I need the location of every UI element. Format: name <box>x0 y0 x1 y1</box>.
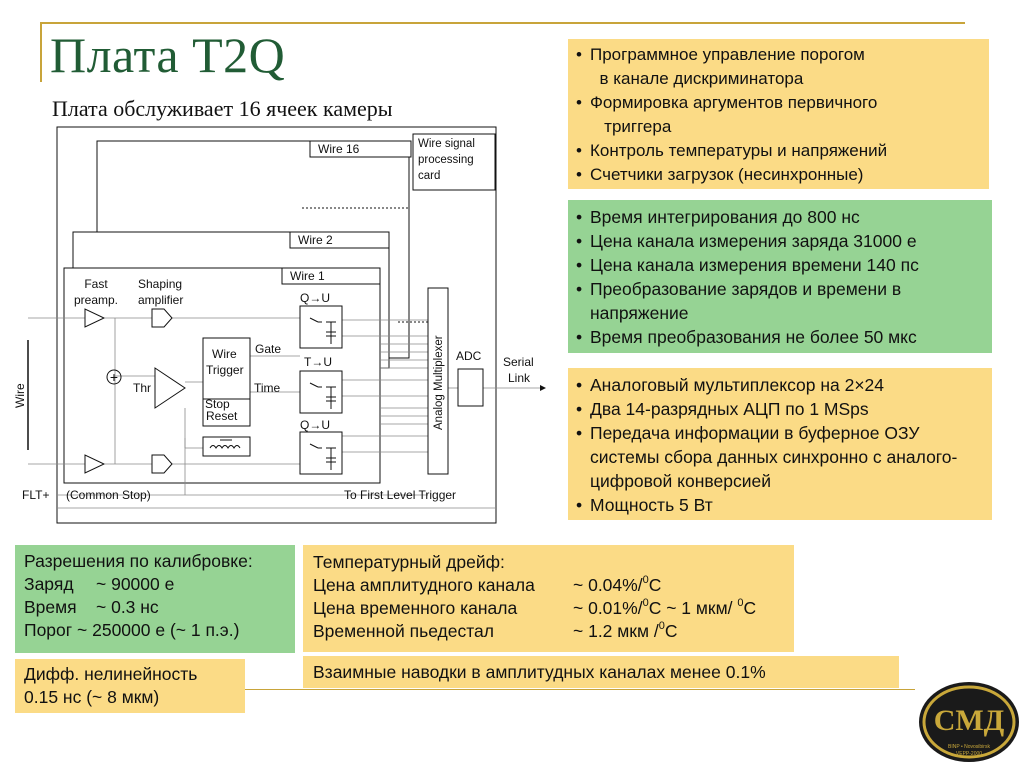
preamp-label: preamp. <box>74 293 118 307</box>
wire16-tab <box>309 140 412 158</box>
wsp-label-box <box>412 133 496 191</box>
spec-item: Аналоговый мультиплексор на 2×24 <box>576 373 984 397</box>
logo-line2: VEPP-2000 <box>956 751 982 757</box>
wire-trigger-line2: Trigger <box>206 363 244 377</box>
plus-sign: + <box>110 369 118 385</box>
left-rule <box>40 22 42 82</box>
time-drift-row: Цена временного канала~ 0.01%/0C ~ 1 мкм… <box>313 597 757 618</box>
qu-bottom-label: Q→U <box>300 418 330 432</box>
converter-qu-top <box>299 305 343 349</box>
first-level-trigger-label: To First Level Trigger <box>344 488 456 502</box>
analog-mux-label: Analog Multiplexer <box>433 335 445 430</box>
wsp-line3: card <box>418 170 440 182</box>
wsp-line1: Wire signal <box>418 138 475 150</box>
nonlinearity-line2: 0.15 нс (~ 8 мкм) <box>24 687 160 707</box>
adc-label: ADC <box>456 349 482 363</box>
wire-side-label: Wire <box>13 383 27 408</box>
common-stop-label: (Common Stop) <box>66 488 151 502</box>
fast-label: Fast <box>84 277 108 291</box>
logo-letters: СМД <box>934 704 1005 737</box>
drift-heading: Температурный дрейф: <box>313 552 505 572</box>
spec-item: Передача информации в буферное ОЗУ систе… <box>576 421 984 493</box>
fast-preamp-top <box>84 308 106 328</box>
wire1-label: Wire 1 <box>290 269 325 283</box>
shaping-amp-top <box>151 308 173 328</box>
wsp-line2: processing <box>418 154 474 166</box>
charge-row: Заряд~ 90000 е <box>24 574 175 594</box>
fast-preamp-bottom <box>84 454 106 474</box>
wire2-label: Wire 2 <box>298 233 333 247</box>
features-box: Программное управление порогом в канале … <box>568 39 989 189</box>
time-label: Time <box>254 381 281 395</box>
nonlinearity-box: Дифф. нелинейность 0.15 нс (~ 8 мкм) <box>15 659 245 713</box>
time-row: Время~ 0.3 нс <box>24 597 159 617</box>
stop-label: Stop <box>205 397 230 411</box>
logo-line1: BINP • Novosibirsk <box>948 744 990 750</box>
multiplexer-specs-box: Аналоговый мультиплексор на 2×24 Два 14-… <box>568 368 992 520</box>
calibration-box: Разрешения по калибровке: Заряд~ 90000 е… <box>15 545 295 653</box>
crosstalk-box: Взаимные наводки в амплитудных каналах м… <box>303 656 899 688</box>
wire1-tab <box>281 267 381 285</box>
feature-item: Счетчики загрузок (несинхронные) <box>576 163 981 187</box>
converter-qu-bottom <box>299 431 343 475</box>
top-rule <box>40 22 965 24</box>
temperature-drift-box: Температурный дрейф: Цена амплитудного к… <box>303 545 794 652</box>
thr-label: Thr <box>133 381 151 395</box>
qu-top-label: Q→U <box>300 291 330 305</box>
wire-trigger-line1: Wire <box>212 347 237 361</box>
summing-node <box>106 369 122 385</box>
bottom-rule <box>40 689 915 690</box>
slide-title: Плата T2Q <box>50 27 286 83</box>
outer-frame <box>56 126 497 524</box>
analog-multiplexer <box>427 287 449 475</box>
link-label: Link <box>508 371 531 385</box>
crosstalk-text: Взаимные наводки в амплитудных каналах м… <box>313 662 766 682</box>
reset-label: Reset <box>206 409 238 423</box>
threshold-row: Порог ~ 250000 е (~ 1 п.э.) <box>24 620 240 640</box>
wire2-tab <box>289 231 390 249</box>
shaping-label: Shaping <box>138 277 182 291</box>
gate-label: Gate <box>255 342 281 356</box>
threshold-comparator <box>154 367 186 409</box>
spec-item: Время интегрирования до 800 нс <box>576 205 984 229</box>
wire16-label: Wire 16 <box>318 142 360 156</box>
shaping-amp-bottom <box>151 454 173 474</box>
feature-item: Формировка аргументов первичного триггер… <box>576 91 981 139</box>
serial-label: Serial <box>503 355 534 369</box>
feature-item: Контроль температуры и напряжений <box>576 139 981 163</box>
converter-tu <box>299 370 343 414</box>
calibration-heading: Разрешения по калибровке: <box>24 551 253 571</box>
flt-label: FLT+ <box>22 488 49 502</box>
spec-item: Преобразование зарядов и времени в напря… <box>576 277 984 325</box>
pedestal-drift-row: Временной пьедестал~ 1.2 мкм /0C <box>313 620 678 641</box>
spec-item: Мощность 5 Вт <box>576 493 984 517</box>
tu-label: T→U <box>304 355 332 369</box>
amplifier-label: amplifier <box>138 293 183 307</box>
amp-drift-row: Цена амплитудного канала~ 0.04%/0C <box>313 574 662 595</box>
wire-trigger-box <box>202 337 251 427</box>
adc-box <box>457 368 484 407</box>
slide-subtitle: Плата обслуживает 16 ячеек камеры <box>52 96 393 121</box>
spec-item: Цена канала измерения заряда 31000 е <box>576 229 984 253</box>
cmd-logo: СМД BINP • Novosibirsk VEPP-2000 <box>919 682 1019 762</box>
feature-item: Программное управление порогом в канале … <box>576 43 981 91</box>
spec-item: Время преобразования не более 50 мкс <box>576 325 984 349</box>
spec-item: Два 14-разрядных АЦП по 1 MSps <box>576 397 984 421</box>
nonlinearity-line1: Дифф. нелинейность <box>24 664 198 684</box>
timing-specs-box: Время интегрирования до 800 нс Цена кана… <box>568 200 992 353</box>
spec-item: Цена канала измерения времени 140 пс <box>576 253 984 277</box>
